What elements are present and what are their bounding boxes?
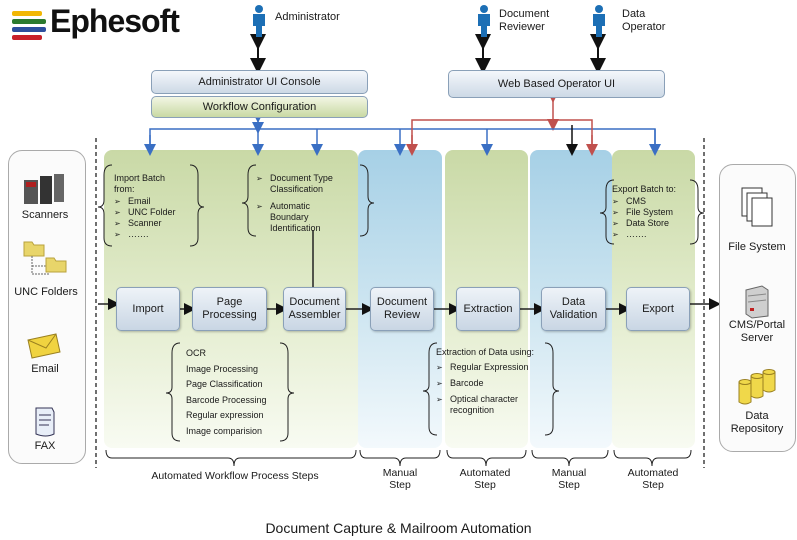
- file-system-icon: [741, 187, 773, 227]
- list-item: …….: [612, 229, 696, 240]
- email-icon: [27, 333, 61, 359]
- assembler-note: Document Type Classification Automatic B…: [256, 173, 356, 234]
- export-batch-title: Export Batch to:: [612, 184, 677, 194]
- folder-tree-icon: [23, 241, 67, 275]
- document-review-step[interactable]: Document Review: [370, 287, 434, 331]
- automated-workflow-label: Automated Workflow Process Steps: [151, 470, 319, 482]
- export-step[interactable]: Export: [626, 287, 690, 331]
- server-icon: [745, 285, 769, 319]
- list-item: Regular expression: [186, 410, 264, 420]
- page-processing-note: OCR Image Processing Page Classification…: [186, 346, 286, 439]
- automated-step-label-2: Automated Step: [627, 467, 679, 491]
- import-batch-note: Import Batch from: Email UNC Folder Scan…: [114, 173, 194, 240]
- web-based-operator-ui[interactable]: Web Based Operator UI: [448, 70, 665, 98]
- caption: Document Capture & Mailroom Automation: [265, 520, 532, 536]
- list-item: File System: [612, 207, 696, 218]
- extraction-note: Extraction of Data using: Regular Expres…: [436, 347, 550, 416]
- document-reviewer-person-icon: [478, 5, 490, 37]
- import-batch-title: Import Batch from:: [114, 173, 166, 194]
- extraction-step[interactable]: Extraction: [456, 287, 520, 331]
- logo-mark-icon: [10, 9, 48, 41]
- manual-step-label-2: Manual Step: [551, 467, 587, 491]
- fax-icon: [35, 407, 55, 437]
- scanner-icon: [24, 174, 64, 204]
- list-item: Document Type Classification: [256, 173, 356, 195]
- data-operator-person-icon: [593, 5, 605, 37]
- list-item: UNC Folder: [114, 207, 194, 218]
- automated-step-label-1: Automated Step: [459, 467, 511, 491]
- list-item: Automatic Boundary Identification: [256, 201, 340, 234]
- extraction-note-title: Extraction of Data using:: [436, 347, 535, 357]
- unc-folders-label: UNC Folders: [14, 286, 78, 298]
- list-item: Page Classification: [186, 379, 263, 389]
- file-system-label: File System: [728, 241, 786, 253]
- database-icon: [738, 369, 776, 405]
- list-item: Scanner: [114, 218, 194, 229]
- list-item: Image comparision: [186, 425, 263, 436]
- import-step[interactable]: Import: [116, 287, 180, 331]
- list-item: Email: [114, 196, 194, 207]
- administrator-ui-console[interactable]: Administrator UI Console: [151, 70, 368, 94]
- document-reviewer-label: Document Reviewer: [499, 8, 550, 33]
- fax-label: FAX: [34, 440, 56, 452]
- data-operator-label: Data Operator: [622, 8, 666, 33]
- list-item: Barcode: [436, 378, 550, 389]
- logo-text: Ephesoft: [50, 3, 180, 39]
- list-item: Image Processing: [186, 363, 259, 374]
- page-processing-step[interactable]: Page Processing: [192, 287, 267, 331]
- scanners-label: Scanners: [21, 209, 69, 221]
- list-item: …….: [114, 229, 194, 240]
- email-label: Email: [31, 363, 59, 375]
- cms-portal-server-label: CMS/Portal Server: [728, 319, 786, 344]
- list-item: CMS: [612, 196, 696, 207]
- data-repository-label: Data Repository: [730, 410, 784, 435]
- list-item: OCR: [186, 348, 206, 358]
- administrator-person-icon: [253, 5, 265, 37]
- administrator-label: Administrator: [275, 11, 340, 23]
- manual-step-label-1: Manual Step: [382, 467, 418, 491]
- data-validation-step[interactable]: Data Validation: [541, 287, 606, 331]
- document-assembler-step[interactable]: Document Assembler: [283, 287, 346, 331]
- list-item: Optical character recognition: [436, 394, 550, 416]
- list-item: Barcode Processing: [186, 394, 267, 405]
- workflow-configuration[interactable]: Workflow Configuration: [151, 96, 368, 118]
- list-item: Regular Expression: [436, 362, 550, 373]
- list-item: Data Store: [612, 218, 696, 229]
- export-batch-note: Export Batch to: CMS File System Data St…: [612, 184, 696, 240]
